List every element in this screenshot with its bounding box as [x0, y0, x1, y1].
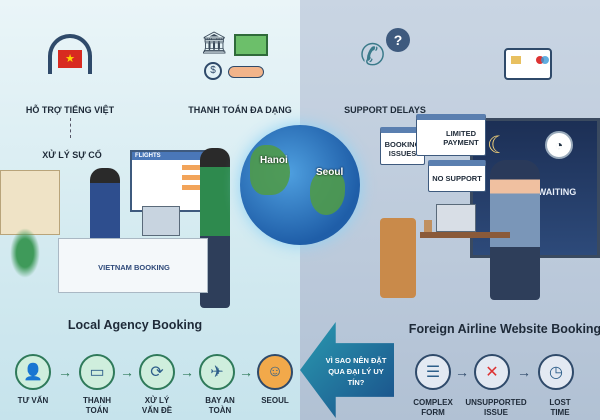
- desk-sign: VIETNAM BOOKING: [98, 263, 170, 272]
- money-icon: [234, 34, 268, 56]
- phone-icon: ✆: [360, 39, 386, 72]
- limited-payment-popup: LIMITED PAYMENT: [416, 114, 486, 156]
- complex-form-icon: ☰: [415, 354, 451, 390]
- traveler-avatar: ☺: [257, 354, 293, 390]
- hanoi-label: Hanoi: [260, 155, 288, 166]
- question-bubble-icon: ?: [386, 28, 410, 52]
- dotted-connector: [70, 118, 71, 138]
- step-label: XỬ LÝ VẤN ĐỀ: [141, 396, 173, 415]
- consult-step-icon: 👤: [15, 354, 51, 390]
- chair: [380, 218, 416, 298]
- no-support-popup: NO SUPPORT: [428, 160, 486, 192]
- bank-icon: 🏛: [200, 30, 228, 55]
- seoul-label: Seoul: [316, 167, 344, 178]
- unsupported-issue-icon: ✕: [474, 354, 510, 390]
- laptop-right: [436, 204, 476, 232]
- arrow-icon: →: [517, 364, 531, 380]
- vietnam-flag-icon: ★: [58, 50, 82, 68]
- globe: Hanoi Seoul: [240, 125, 360, 245]
- arrow-icon: →: [455, 364, 469, 380]
- incident-handling-label: XỬ LÝ SỰ CỐ: [42, 150, 102, 160]
- step-label: THANH TOÁN: [83, 396, 111, 415]
- coffee-cup: [424, 220, 432, 232]
- arrow-icon: →: [120, 364, 134, 380]
- credit-card-icon: [504, 48, 552, 80]
- plant: [10, 228, 40, 278]
- arrow-icon: →: [180, 364, 194, 380]
- waiting-label: WAITING: [537, 187, 577, 197]
- arrow-icon: →: [239, 364, 253, 380]
- clock-icon: ◔: [545, 131, 573, 159]
- lost-time-clock-icon: ◷: [538, 354, 574, 390]
- opera-house-building: [0, 170, 60, 235]
- vietnamese-support-label: HỖ TRỢ TIẾNG VIỆT: [25, 105, 115, 115]
- coin-hand-icon: $: [204, 62, 222, 80]
- airplane-step-icon: ✈: [199, 354, 235, 390]
- arrow-icon: →: [58, 364, 72, 380]
- diverse-payment-label: THANH TOÁN ĐA DẠNG: [188, 105, 292, 115]
- why-agency-text: VÌ SAO NÊN ĐẶT QUA ĐẠI LÝ UY TÍN?: [325, 356, 387, 387]
- agent-person: [90, 168, 120, 250]
- step-label: SEOUL: [261, 396, 289, 405]
- hand-icon: [228, 66, 264, 78]
- step-label: BAY AN TOÀN: [205, 396, 235, 415]
- frustrated-person: [490, 160, 540, 300]
- payment-step-icon: ▭: [79, 354, 115, 390]
- step-label: TƯ VẤN: [17, 396, 49, 405]
- issue-handling-step-icon: ⟳: [139, 354, 175, 390]
- laptop: [142, 206, 180, 236]
- step-label: COMPLEX FORM: [413, 398, 453, 417]
- flights-header: FLIGHTS: [132, 152, 216, 160]
- foreign-website-title: Foreign Airline Website Booking: [408, 322, 600, 336]
- booking-desk: VIETNAM BOOKING: [58, 238, 208, 293]
- support-delays-label: SUPPORT DELAYS: [344, 105, 426, 115]
- moon-icon: ☾: [487, 132, 509, 159]
- cafe-table: [420, 232, 510, 238]
- step-label: LOST TIME: [549, 398, 571, 417]
- local-agency-title: Local Agency Booking: [67, 318, 203, 332]
- headset-icon: [48, 34, 92, 74]
- step-label: UNSUPPORTED ISSUE: [465, 398, 527, 417]
